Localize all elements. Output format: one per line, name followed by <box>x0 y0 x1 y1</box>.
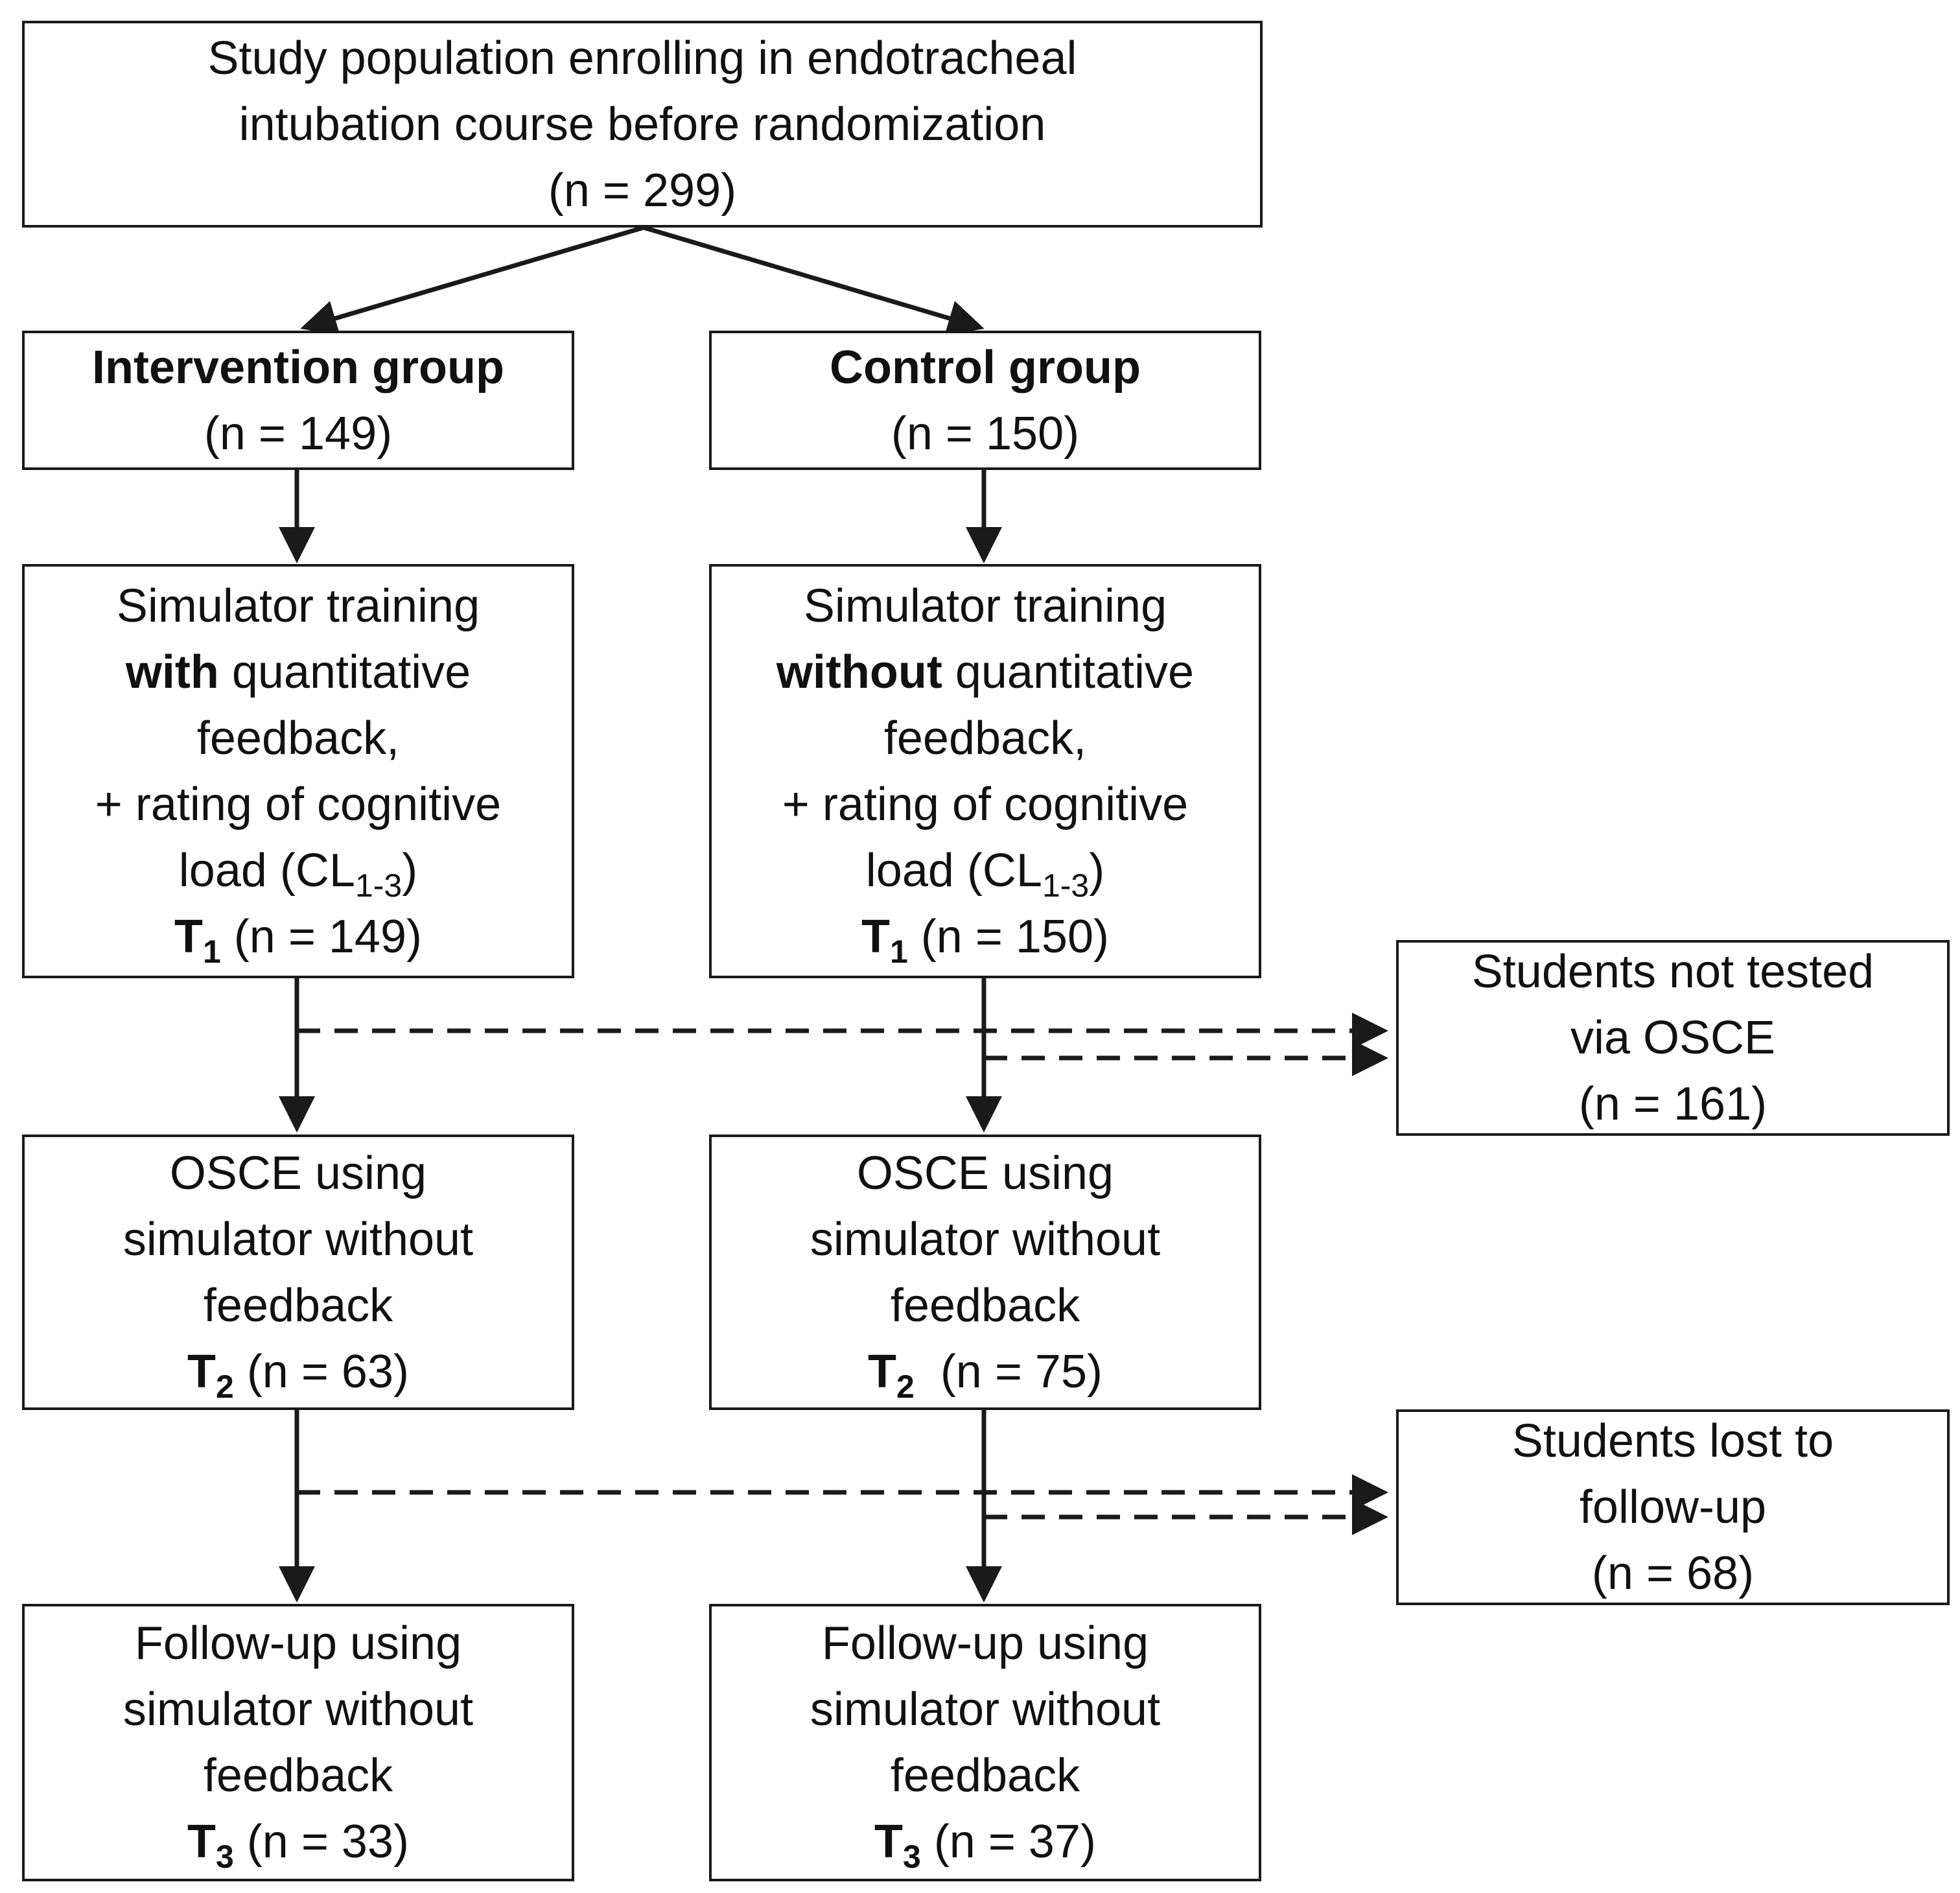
population-box: Study population enrolling in endotrache… <box>22 21 1263 228</box>
lost-followup-box: Students lost to follow-up (n = 68) <box>1396 1409 1950 1605</box>
followup-control-count: (n = 37) <box>920 1816 1096 1868</box>
osce-intervention-timepoint: T2 (n = 63) <box>187 1339 409 1405</box>
population-line-2: intubation course before randomization <box>239 98 1046 150</box>
timepoint-label: T <box>174 910 203 963</box>
training-control-box: Simulator training without quantitative … <box>709 564 1261 978</box>
timepoint-subscript: 3 <box>903 1839 921 1875</box>
cl-prefix: load (CL <box>865 844 1042 897</box>
training-intervention-timepoint: T1 (n = 149) <box>174 904 422 970</box>
training-control-emphasis: without <box>776 646 942 698</box>
training-intervention-emphasis: with <box>125 646 219 698</box>
timepoint-subscript: 1 <box>889 933 908 970</box>
training-intervention-box: Simulator training with quantitative fee… <box>22 564 574 978</box>
timepoint-subscript: 1 <box>202 933 221 970</box>
training-control-line-1: Simulator training <box>803 580 1167 632</box>
training-control-line-4: + rating of cognitive <box>782 778 1189 830</box>
osce-intervention-line-2: simulator without <box>122 1213 474 1265</box>
training-control-line-5: load (CL1-3) <box>866 838 1104 904</box>
not-tested-box: Students not tested via OSCE (n = 161) <box>1396 940 1950 1136</box>
osce-control-line-3: feedback <box>890 1279 1080 1332</box>
training-control-count: (n = 150) <box>907 910 1109 963</box>
cl-suffix: ) <box>402 844 418 897</box>
intervention-group-title: Intervention group <box>92 341 504 394</box>
timepoint-label: T <box>187 1816 216 1868</box>
lost-followup-line-2: follow-up <box>1579 1481 1767 1533</box>
followup-intervention-timepoint: T3 (n = 33) <box>187 1809 409 1875</box>
osce-intervention-line-1: OSCE using <box>169 1147 427 1199</box>
followup-control-line-3: feedback <box>890 1750 1080 1802</box>
cl-prefix: load (CL <box>178 844 355 897</box>
followup-intervention-count: (n = 33) <box>233 1816 409 1868</box>
arrow-population-to-intervention <box>300 225 644 336</box>
intervention-group-box: Intervention group (n = 149) <box>22 331 574 470</box>
osce-control-line-2: simulator without <box>810 1213 1161 1265</box>
osce-intervention-count: (n = 63) <box>233 1345 409 1398</box>
control-group-title: Control group <box>830 341 1141 394</box>
osce-control-count: (n = 75) <box>914 1345 1102 1398</box>
followup-control-line-2: simulator without <box>810 1684 1161 1735</box>
timepoint-label: T <box>861 910 890 963</box>
training-intervention-line-1: Simulator training <box>116 580 480 632</box>
timepoint-label: T <box>187 1345 216 1398</box>
timepoint-subscript: 3 <box>216 1839 234 1875</box>
population-line-1: Study population enrolling in endotrache… <box>207 32 1077 84</box>
not-tested-line-2: via OSCE <box>1570 1012 1776 1064</box>
followup-control-timepoint: T3 (n = 37) <box>874 1809 1096 1875</box>
training-control-timepoint: T1 (n = 150) <box>861 904 1109 970</box>
cl-suffix: ) <box>1089 844 1105 897</box>
osce-control-line-1: OSCE using <box>856 1147 1114 1199</box>
population-count: (n = 299) <box>548 164 737 217</box>
training-control-line-2-rest: quantitative <box>942 646 1195 698</box>
timepoint-label: T <box>874 1816 904 1868</box>
cl-subscript: 1-3 <box>1042 867 1090 904</box>
training-intervention-line-2: with quantitative <box>126 639 471 705</box>
followup-control-line-1: Follow-up using <box>821 1617 1149 1669</box>
not-tested-count: (n = 161) <box>1578 1078 1768 1130</box>
training-intervention-count: (n = 149) <box>220 910 422 963</box>
training-intervention-line-5: load (CL1-3) <box>179 838 417 904</box>
osce-control-box: OSCE using simulator without feedback T2… <box>709 1135 1261 1410</box>
arrow-population-to-control <box>643 225 985 336</box>
control-group-count: (n = 150) <box>891 407 1080 460</box>
followup-intervention-box: Follow-up using simulator without feedba… <box>22 1604 574 1881</box>
osce-intervention-line-3: feedback <box>203 1279 393 1332</box>
training-intervention-line-2-rest: quantitative <box>218 646 471 698</box>
control-group-box: Control group (n = 150) <box>709 331 1261 470</box>
timepoint-label: T <box>868 1345 896 1398</box>
not-tested-line-1: Students not tested <box>1471 946 1874 998</box>
training-intervention-line-4: + rating of cognitive <box>95 778 502 830</box>
training-control-line-3: feedback, <box>883 712 1087 764</box>
timepoint-subscript: 2 <box>216 1368 234 1405</box>
followup-intervention-line-2: simulator without <box>122 1684 474 1735</box>
followup-control-box: Follow-up using simulator without feedba… <box>709 1604 1261 1881</box>
intervention-group-count: (n = 149) <box>204 407 393 460</box>
followup-intervention-line-1: Follow-up using <box>134 1617 462 1669</box>
timepoint-subscript: 2 <box>896 1368 915 1405</box>
training-intervention-line-3: feedback, <box>196 712 400 764</box>
lost-followup-line-1: Students lost to <box>1511 1415 1834 1467</box>
cl-subscript: 1-3 <box>355 867 402 904</box>
lost-followup-count: (n = 68) <box>1591 1547 1755 1599</box>
followup-intervention-line-3: feedback <box>203 1750 393 1802</box>
osce-control-timepoint: T2 (n = 75) <box>868 1339 1102 1405</box>
training-control-line-2: without quantitative <box>776 639 1194 705</box>
osce-intervention-box: OSCE using simulator without feedback T2… <box>22 1135 574 1410</box>
